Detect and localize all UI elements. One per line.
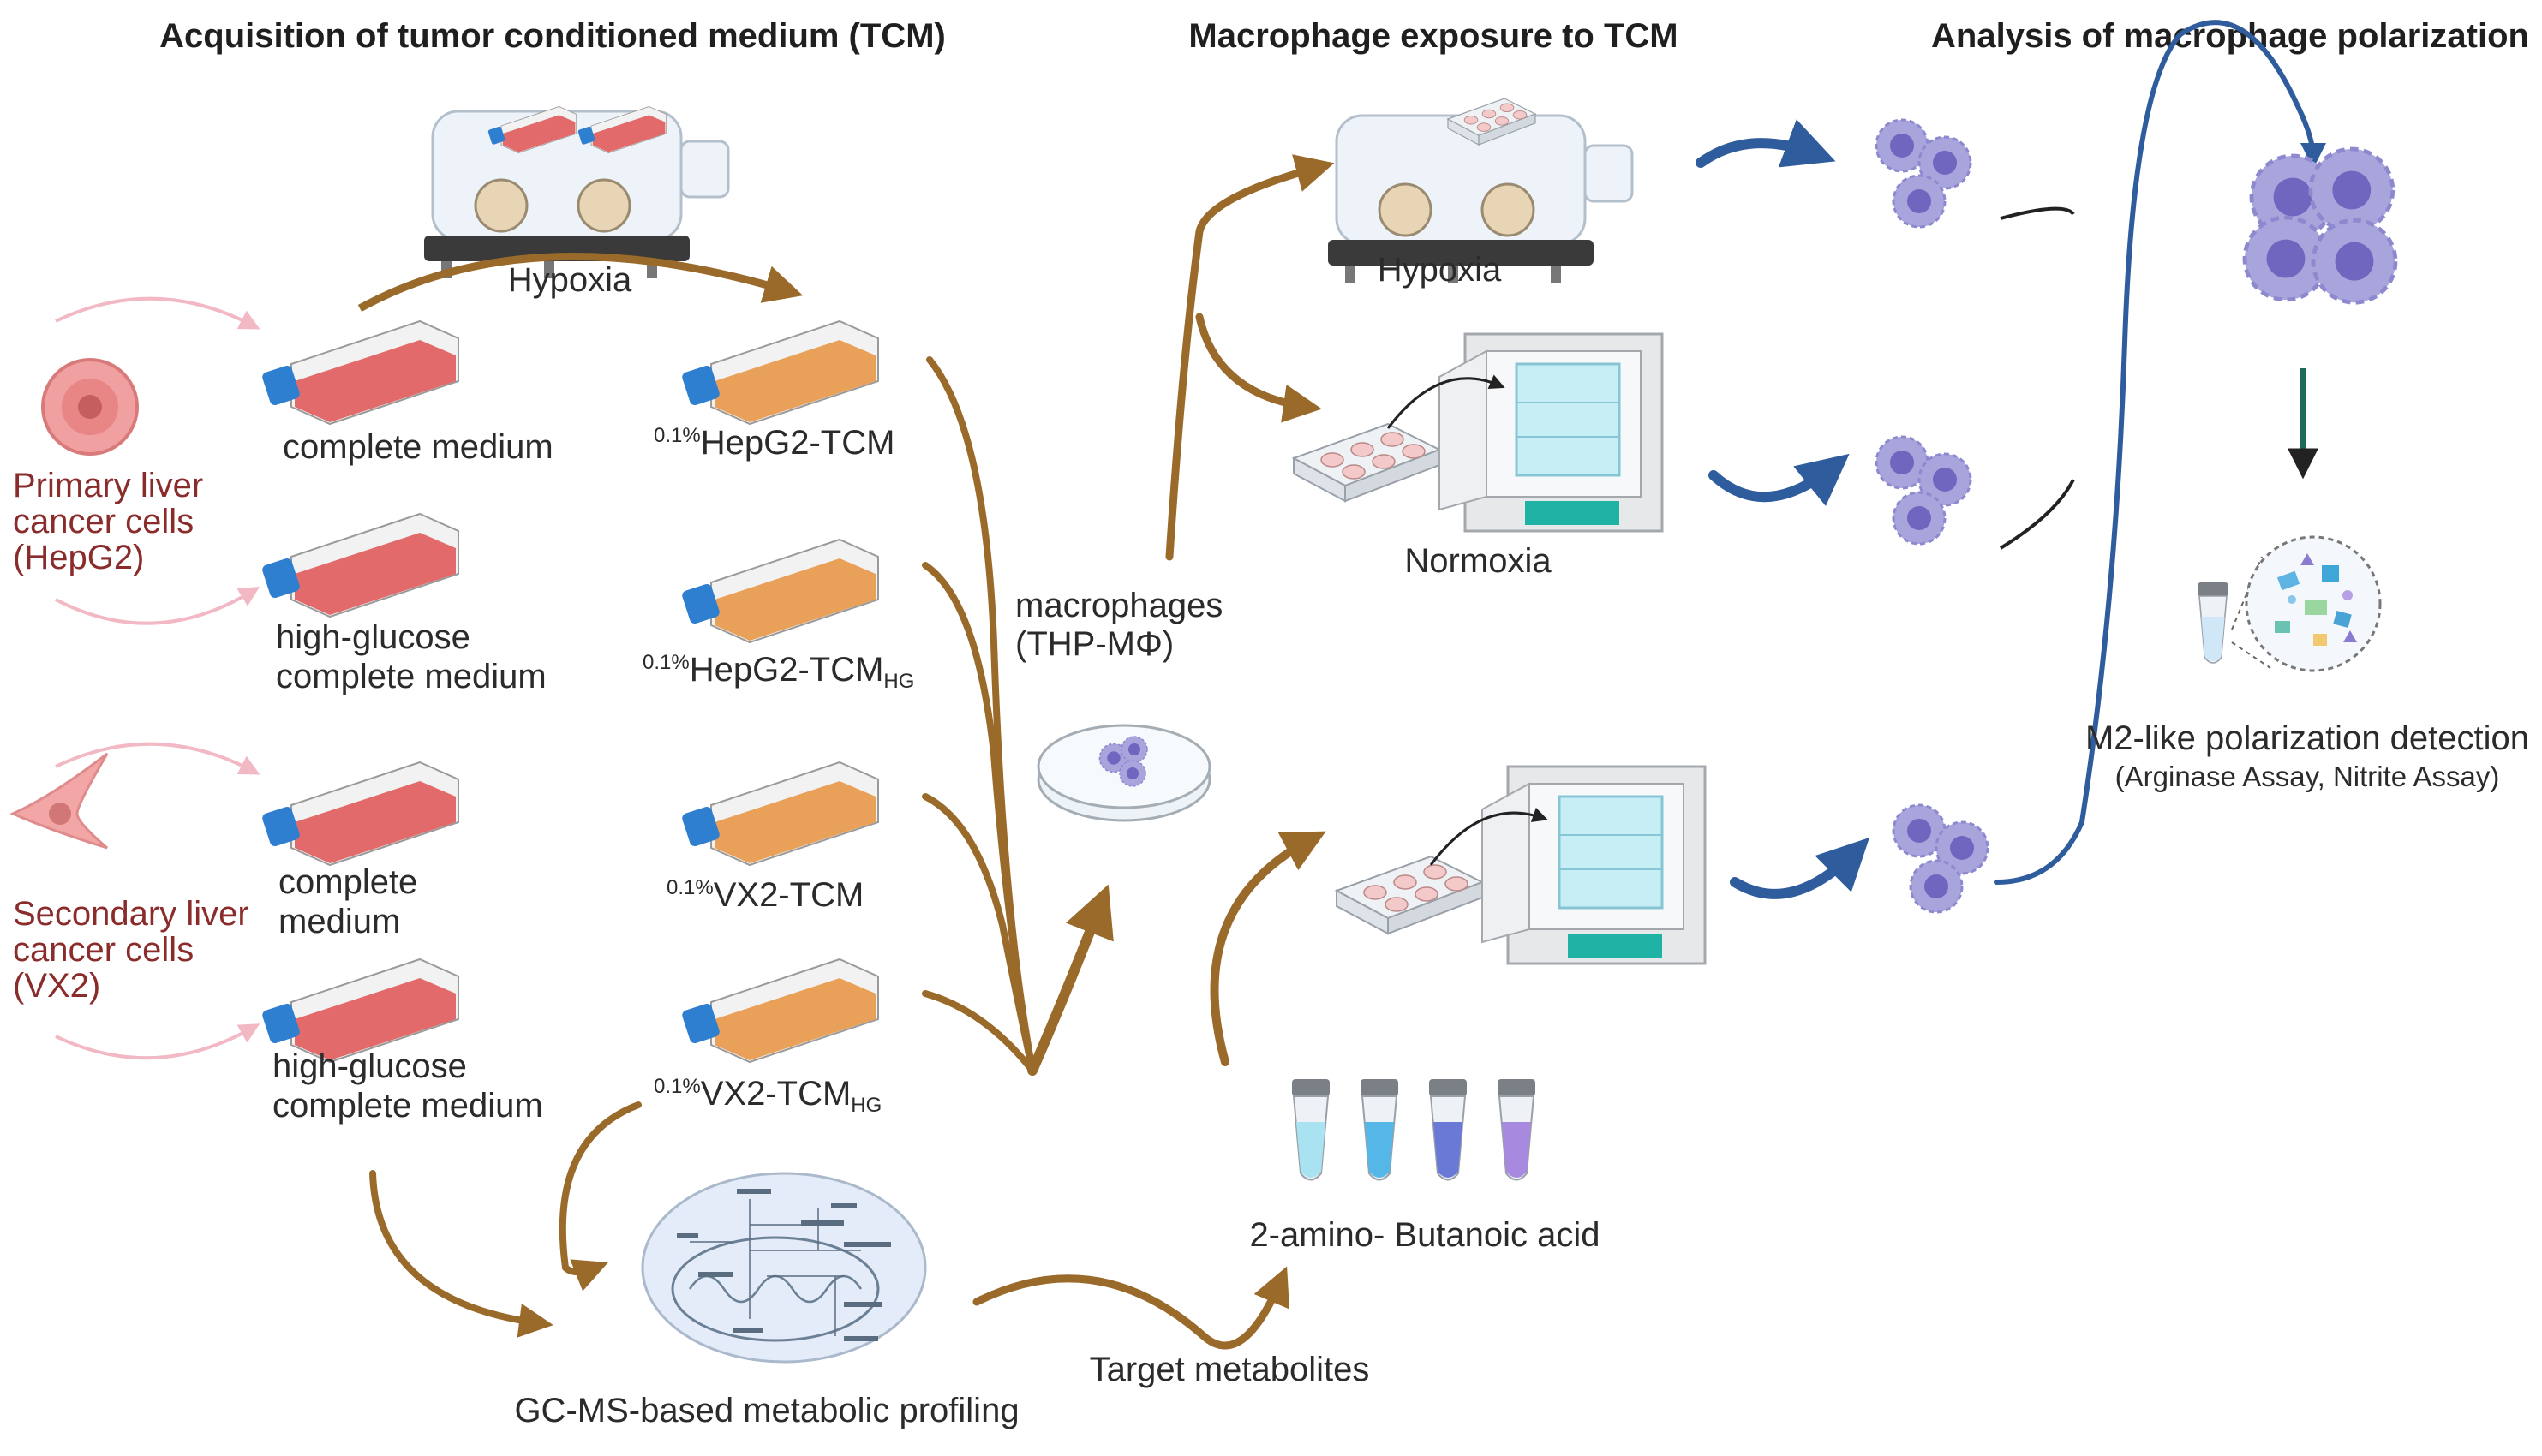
label-gcms: GC-MS-based metabolic profiling <box>514 1392 1019 1429</box>
label-high-glucose-1: high-glucose <box>276 618 470 656</box>
tube-icon <box>1428 1078 1468 1181</box>
secondary-line1: Secondary liver <box>13 895 249 933</box>
well-plate-icon <box>1336 856 1483 934</box>
branch-arrows <box>1165 154 1335 561</box>
gcms-arrow-2 <box>559 1101 642 1292</box>
label-hepg2-tcm: 0.1%HepG2-TCM <box>654 424 894 462</box>
target-metabolites-arrow <box>972 1266 1290 1350</box>
tcm-flask-icon <box>679 958 879 1063</box>
tube-icon <box>1291 1078 1331 1181</box>
primary-line3: (HepG2) <box>13 539 144 576</box>
assay-magnifier-icon <box>2245 535 2382 672</box>
header-exposure: Macrophage exposure to TCM <box>1188 17 1678 55</box>
label-complete-medium-2: complete medium <box>276 658 547 695</box>
label-high-glucose-4: high-glucose <box>272 1047 467 1085</box>
label-hepg2-tcm-hg: 0.1%HepG2-TCMHG <box>643 651 914 693</box>
connector-2 <box>1999 479 2075 550</box>
cell-flask-icon <box>260 958 459 1063</box>
pink-arrow-4 <box>55 1023 260 1060</box>
tube-icon <box>2197 582 2229 664</box>
label-normoxia: Normoxia <box>1404 542 1552 580</box>
tcm-flask-icon <box>679 320 879 425</box>
mitochondria-pathway-icon <box>641 1172 927 1364</box>
label-amino-acid: 2-amino- Butanoic acid <box>1249 1216 1600 1254</box>
label-hypoxia-top: Hypoxia <box>508 261 632 299</box>
label-complete-medium: complete medium <box>283 428 553 466</box>
vx2-cell-icon <box>9 752 109 850</box>
hepg2-cell-icon <box>41 358 139 456</box>
label-complete-3: complete <box>278 863 417 901</box>
label-medium-3: medium <box>278 903 400 940</box>
macrophage-cluster-icon <box>1892 803 1989 914</box>
well-plate-icon <box>1293 423 1440 502</box>
connector-1 <box>2000 206 2075 220</box>
label-vx2-tcm-hg: 0.1%VX2-TCMHG <box>654 1075 882 1117</box>
incubator-icon <box>1480 765 1707 965</box>
metabolite-arrow <box>1210 831 1326 1066</box>
macrophage-cluster-icon <box>1875 118 1972 229</box>
pink-arrow-2 <box>55 587 260 625</box>
analysis-arrow <box>1994 20 2326 885</box>
label-m2-detection: M2-like polarization detection <box>2085 719 2529 757</box>
tube-icon <box>1360 1078 1399 1181</box>
label-macrophages-1: macrophages <box>1015 587 1223 624</box>
label-target-metabolites: Target metabolites <box>1090 1351 1370 1388</box>
header-acquisition: Acquisition of tumor conditioned medium … <box>159 17 946 55</box>
hypoxia-chamber-icon <box>422 106 730 280</box>
label-vx2-tcm: 0.1%VX2-TCM <box>667 876 864 914</box>
tube-icon <box>1497 1078 1536 1181</box>
petri-dish-icon <box>1037 724 1211 822</box>
pink-arrow-1 <box>55 296 260 330</box>
label-assays: (Arginase Assay, Nitrite Assay) <box>2115 761 2500 792</box>
converging-arrows <box>922 356 1114 1076</box>
secondary-line3: (VX2) <box>13 967 100 1005</box>
primary-line2: cancer cells <box>13 503 194 540</box>
secondary-line2: cancer cells <box>13 931 194 969</box>
transfer-arrow-1 <box>1386 374 1505 429</box>
hypoxia-arrow <box>357 253 804 312</box>
label-complete-medium-4: complete medium <box>272 1087 543 1125</box>
transfer-arrow-2 <box>1429 807 1548 866</box>
incubator-icon <box>1438 332 1664 533</box>
label-macrophages-2: (THP-MΦ) <box>1015 625 1174 663</box>
tcm-flask-icon <box>679 761 879 866</box>
gcms-arrow-1 <box>369 1170 553 1338</box>
cell-flask-icon <box>260 320 459 425</box>
pink-arrow-3 <box>55 742 260 775</box>
primary-line1: Primary liver <box>13 467 203 504</box>
macrophage-cluster-icon <box>2245 149 2395 302</box>
label-hypoxia-mid: Hypoxia <box>1378 251 1502 289</box>
tcm-flask-icon <box>679 539 879 643</box>
cell-flask-icon <box>260 761 459 866</box>
cell-flask-icon <box>260 513 459 618</box>
blue-arrows <box>1696 119 1869 899</box>
macrophage-cluster-icon <box>1875 435 1972 546</box>
